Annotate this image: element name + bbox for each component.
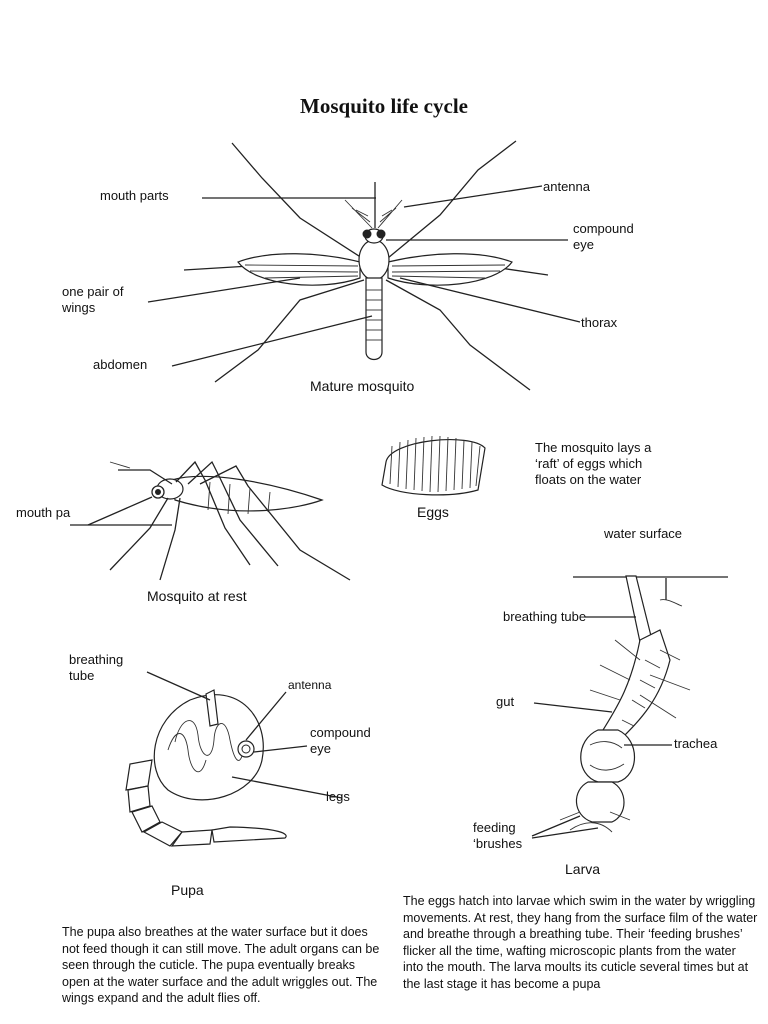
label-pupa-antenna: antenna (288, 677, 331, 693)
label-compound-eye: compound eye (573, 221, 634, 253)
label-pupa-breathing-tube: breathing tube (69, 652, 123, 684)
label-rest-mouth-parts: mouth pa (16, 505, 70, 521)
label-legs: legs (326, 789, 350, 805)
label-mouth-parts: mouth parts (100, 188, 169, 204)
eggs-note: The mosquito lays a ‘raft’ of eggs which… (535, 440, 651, 488)
larva-description: The eggs hatch into larvae which swim in… (403, 893, 758, 992)
eggs-drawing (382, 436, 485, 495)
label-water-surface: water surface (604, 526, 682, 542)
label-gut: gut (496, 694, 514, 710)
label-antenna: antenna (543, 179, 590, 195)
label-wings: one pair of wings (62, 284, 123, 316)
pupa-description: The pupa also breathes at the water surf… (62, 924, 382, 1007)
label-trachea: trachea (674, 736, 717, 752)
caption-larva: Larva (565, 861, 600, 878)
label-abdomen: abdomen (93, 357, 147, 373)
label-feeding-brushes: feeding ‘brushes (473, 820, 522, 852)
pupa-drawing (126, 672, 342, 846)
mature-mosquito-drawing (148, 141, 580, 390)
label-thorax: thorax (581, 315, 617, 331)
caption-mosquito-at-rest: Mosquito at rest (147, 588, 247, 605)
caption-eggs: Eggs (417, 504, 449, 521)
caption-pupa: Pupa (171, 882, 204, 899)
resting-mosquito-drawing (70, 462, 350, 580)
caption-mature-mosquito: Mature mosquito (310, 378, 414, 395)
label-larva-breathing-tube: breathing tube (503, 609, 586, 625)
label-pupa-compound-eye: compound eye (310, 725, 371, 757)
